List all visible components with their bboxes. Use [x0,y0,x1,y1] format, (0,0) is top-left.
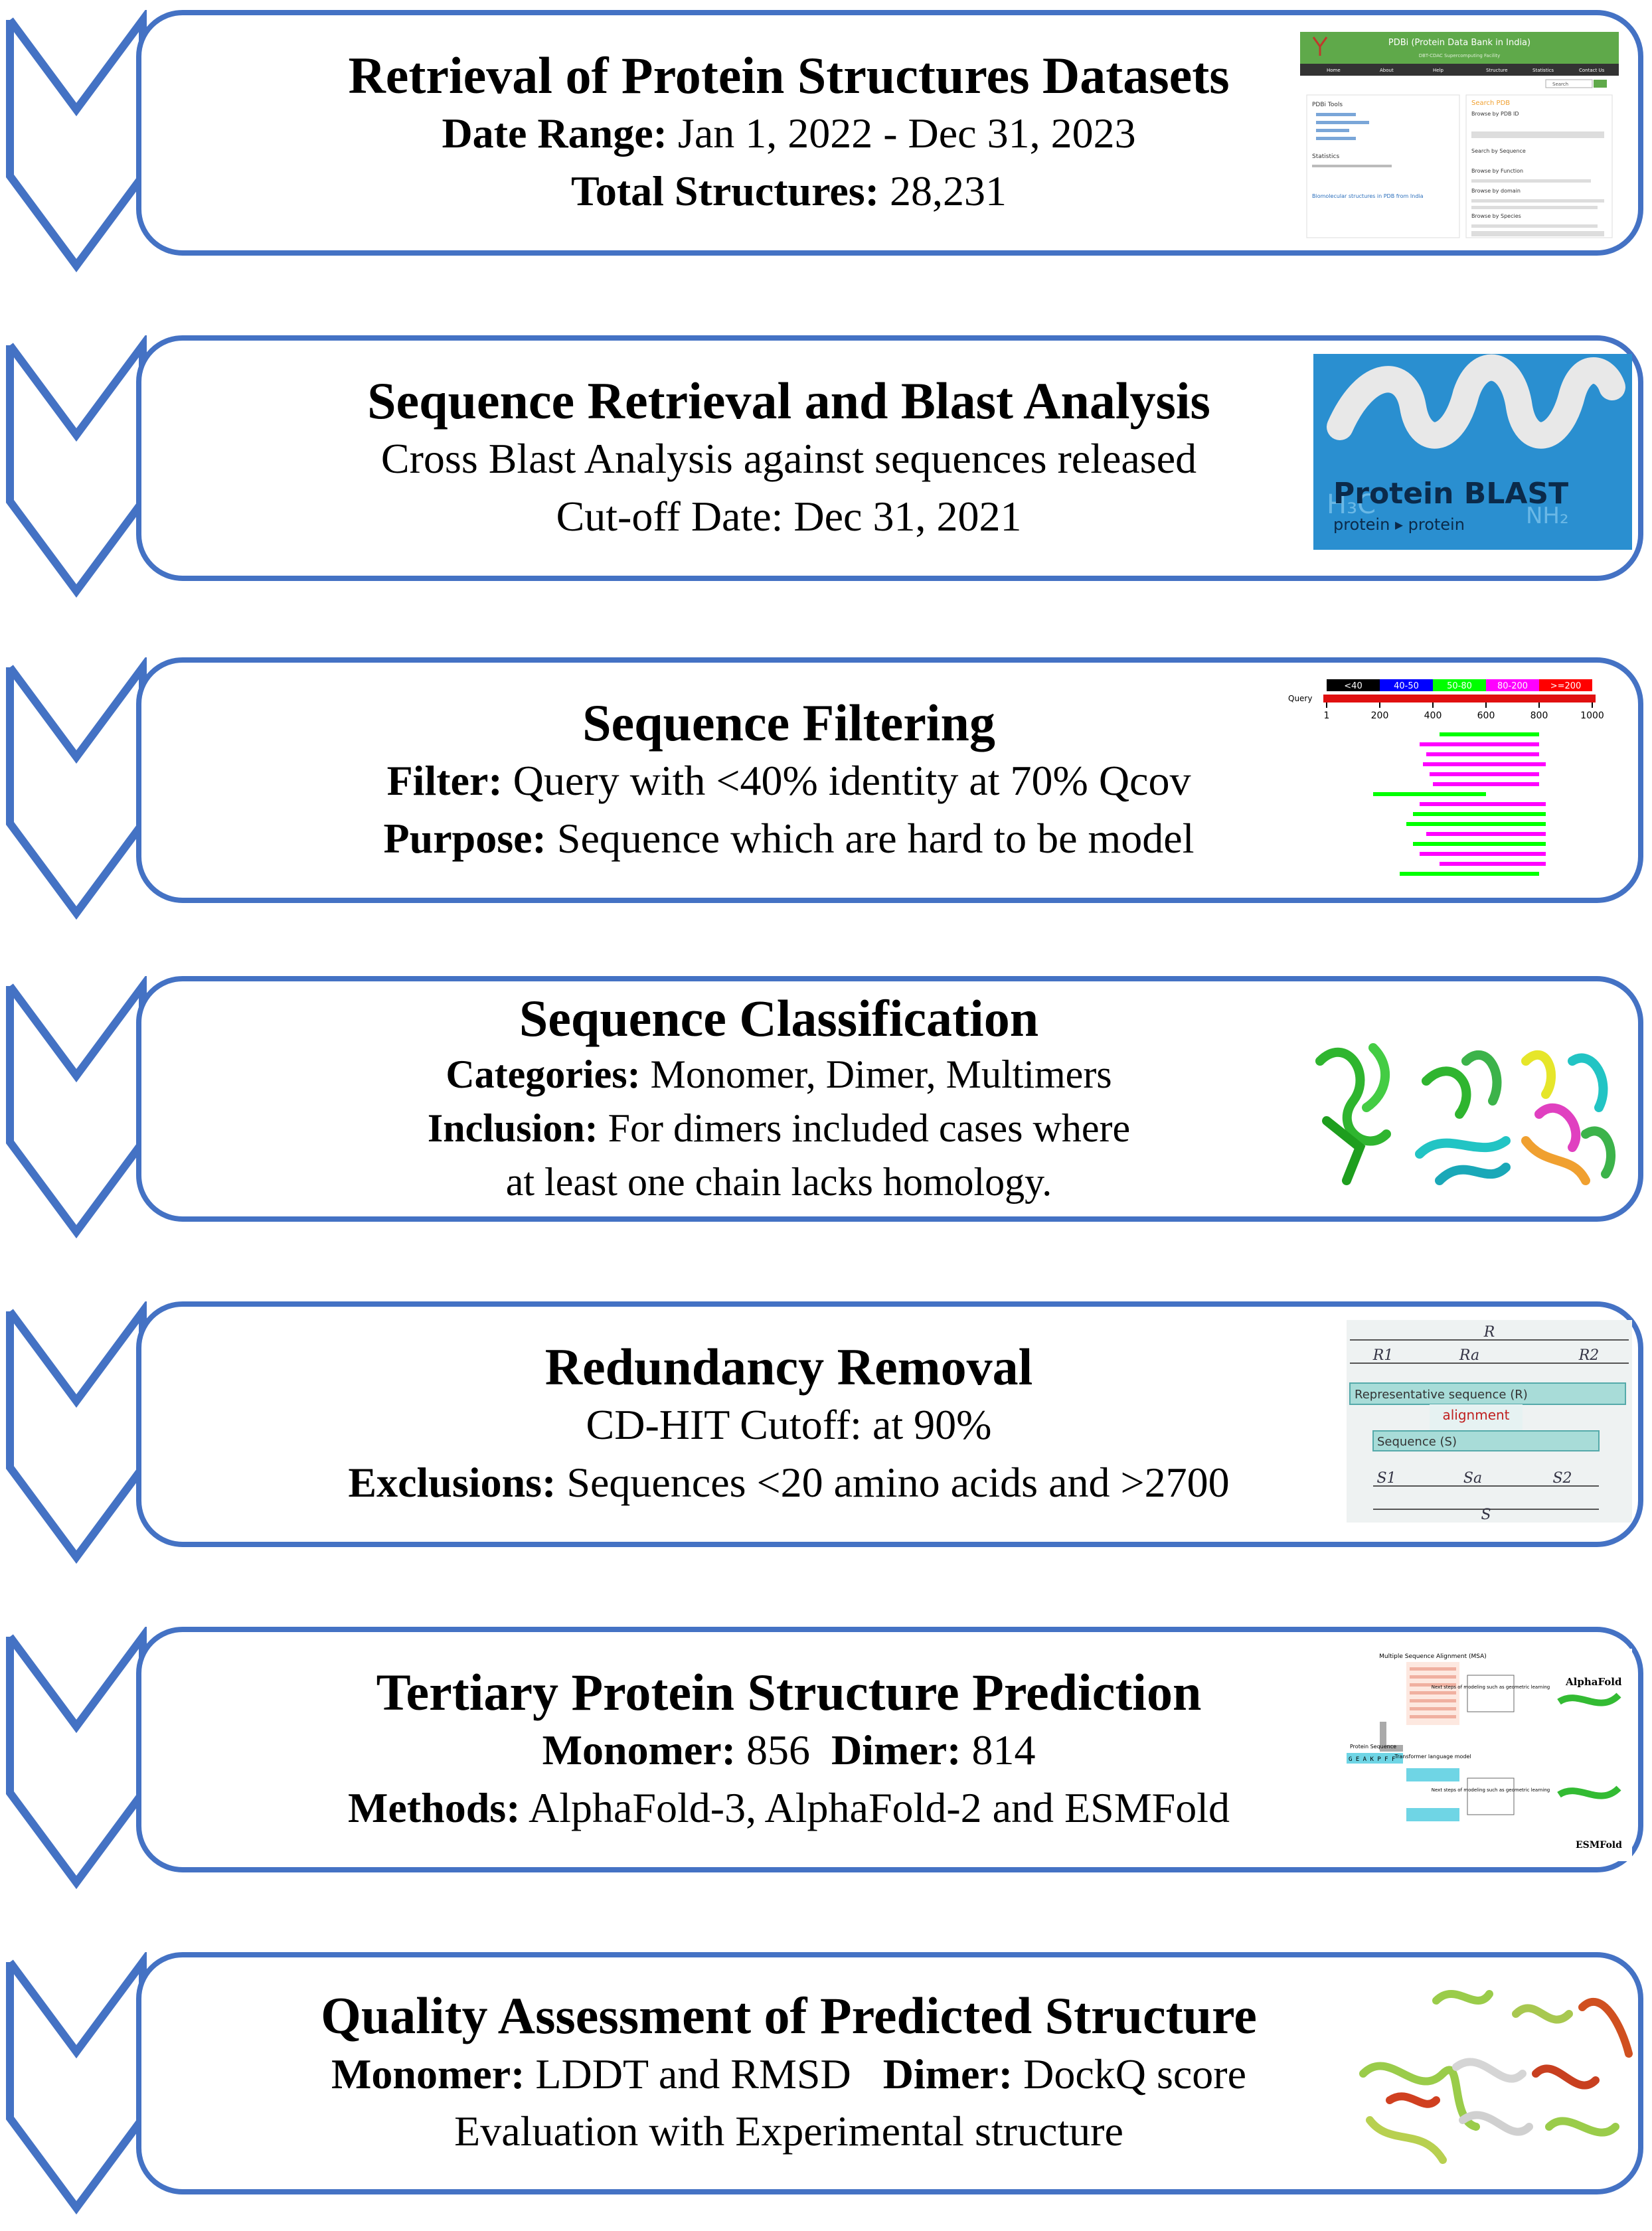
svg-text:Biomolecular structures in PDB: Biomolecular structures in PDB from Indi… [1312,193,1424,199]
svg-text:Browse by Species: Browse by Species [1471,213,1521,219]
svg-text:H₃C: H₃C [1327,489,1376,520]
svg-text:Search by Sequence: Search by Sequence [1471,148,1526,154]
svg-text:Multiple Sequence Alignment (M: Multiple Sequence Alignment (MSA) [1379,1653,1487,1660]
svg-text:Next steps of modeling such as: Next steps of modeling such as geometric… [1432,1685,1550,1690]
step-line: Date Range: Jan 1, 2022 - Dec 31, 2023 [442,110,1136,157]
svg-text:Next steps of modeling such as: Next steps of modeling such as geometric… [1432,1787,1550,1793]
step-line: Inclusion: For dimers included cases whe… [427,1106,1131,1151]
svg-text:Ra: Ra [1459,1347,1479,1364]
step-redundancy-box: Redundancy Removal CD-HIT Cutoff: at 90%… [136,1301,1643,1547]
chevron-arrow-icon [6,976,147,1239]
step-title: Redundancy Removal [544,1337,1033,1396]
svg-text:Query: Query [1288,694,1312,703]
chevron-arrow-icon [6,657,147,920]
step-line: at least one chain lacks homology. [505,1160,1052,1204]
svg-text:Statistics: Statistics [1312,153,1339,160]
svg-text:<40: <40 [1344,681,1362,691]
svg-text:800: 800 [1530,710,1548,721]
svg-text:Browse by domain: Browse by domain [1471,188,1521,194]
svg-text:Sequence (S): Sequence (S) [1377,1435,1457,1449]
svg-text:Representative sequence (R): Representative sequence (R) [1355,1388,1528,1402]
step-quality-box: Quality Assessment of Predicted Structur… [136,1952,1643,2194]
svg-text:R2: R2 [1578,1347,1600,1364]
svg-text:ESMFold: ESMFold [1576,1840,1622,1851]
svg-text:1000: 1000 [1580,710,1604,721]
step-title: Sequence Classification [519,989,1039,1047]
svg-text:Statistics: Statistics [1532,68,1554,73]
svg-text:Contact Us: Contact Us [1579,68,1605,73]
step-line: Purpose: Sequence which are hard to be m… [383,814,1195,862]
step-blast-box: Sequence Retrieval and Blast Analysis Cr… [136,335,1643,581]
step-line: CD-HIT Cutoff: at 90% [586,1401,992,1449]
svg-text:Search PDB: Search PDB [1471,100,1510,107]
svg-text:About: About [1380,68,1394,73]
chevron-arrow-icon [6,1952,147,2215]
chevron-arrow-icon [6,1627,147,1890]
svg-text:R: R [1483,1324,1495,1341]
step-line: Categories: Monomer, Dimer, Multimers [446,1052,1112,1097]
step-filtering-box: Sequence Filtering Filter: Query with <4… [136,657,1643,903]
step-title: Sequence Filtering [582,693,995,752]
step-line: Filter: Query with <40% identity at 70% … [386,757,1191,805]
step-title: Quality Assessment of Predicted Structur… [321,1987,1257,2045]
svg-text:Transformer language model: Transformer language model [1394,1754,1471,1760]
step-retrieval-box: Retrieval of Protein Structures Datasets… [136,10,1643,256]
step-line: Methods: AlphaFold-3, AlphaFold-2 and ES… [347,1783,1230,1831]
svg-text:400: 400 [1424,710,1442,721]
step-line: Monomer: 856 Dimer: 814 [542,1726,1036,1774]
chevron-arrow-icon [6,10,147,273]
svg-text:Browse by Function: Browse by Function [1471,168,1523,174]
step-title: Retrieval of Protein Structures Datasets [348,46,1230,104]
step-line: Cut-off Date: Dec 31, 2021 [556,492,1022,540]
svg-text:600: 600 [1477,710,1495,721]
structure-prediction-pipeline: Multiple Sequence Alignment (MSA) Next s… [1347,1649,1632,1861]
svg-text:200: 200 [1371,710,1389,721]
svg-text:NH₂: NH₂ [1526,503,1569,529]
blast-alignment-graphic: <40 40-50 50-80 80-200 >=200 Query 1 200… [1288,679,1604,876]
svg-text:S1: S1 [1376,1470,1396,1487]
svg-text:PDBi Tools: PDBi Tools [1312,102,1343,108]
svg-text:S: S [1481,1507,1491,1523]
svg-text:Structure: Structure [1486,68,1508,73]
protein-structures-image [1315,1043,1615,1185]
svg-text:Home: Home [1327,68,1341,73]
structure-superposition-image [1359,1990,1633,2164]
svg-text:R1: R1 [1372,1347,1394,1364]
svg-text:>=200: >=200 [1550,681,1582,691]
step-title: Tertiary Protein Structure Prediction [376,1663,1202,1721]
svg-text:DBT-CDAC Supercomputing Facili: DBT-CDAC Supercomputing Facility [1419,53,1501,58]
svg-text:S2: S2 [1552,1470,1572,1487]
step-prediction-box: Tertiary Protein Structure Prediction Mo… [136,1627,1643,1872]
svg-text:1: 1 [1324,710,1330,721]
svg-text:40-50: 40-50 [1394,681,1419,691]
svg-text:Sa: Sa [1463,1470,1482,1487]
svg-text:G E A K P F F: G E A K P F F [1349,1756,1395,1763]
svg-text:alignment: alignment [1442,1407,1509,1423]
protein-blast-logo: H₃C NH₂ Protein BLAST protein ▸ protein [1313,354,1632,550]
step-line: Exclusions: Sequences <20 amino acids an… [348,1458,1230,1506]
svg-text:Protein Sequence: Protein Sequence [1350,1744,1396,1750]
svg-text:Browse by PDB ID: Browse by PDB ID [1471,111,1519,117]
step-line: Total Structures: 28,231 [571,167,1007,214]
pdbi-website-screenshot: PDBi (Protein Data Bank in India) DBT-CD… [1300,32,1619,244]
svg-text:Protein BLAST: Protein BLAST [1333,477,1568,511]
chevron-arrow-icon [6,1301,147,1564]
step-line: Evaluation with Experimental structure [454,2107,1123,2155]
svg-text:PDBi (Protein Data Bank in Ind: PDBi (Protein Data Bank in India) [1388,38,1530,48]
svg-text:AlphaFold: AlphaFold [1565,1676,1622,1688]
svg-text:protein ▸ protein: protein ▸ protein [1333,515,1465,534]
step-classification-box: Sequence Classification Categories: Mono… [136,976,1643,1222]
step-line: Cross Blast Analysis against sequences r… [380,435,1197,483]
svg-text:Search: Search [1552,82,1568,87]
svg-text:80-200: 80-200 [1497,681,1528,691]
step-line: Monomer: LDDT and RMSD Dimer: DockQ scor… [331,2050,1247,2098]
svg-text:50-80: 50-80 [1447,681,1472,691]
svg-text:Help: Help [1433,68,1444,73]
cdhit-alignment-diagram: R R1 Ra R2 S1 Sa S2 S Representative seq… [1347,1320,1632,1523]
chevron-arrow-icon [6,335,147,598]
step-title: Sequence Retrieval and Blast Analysis [367,371,1210,430]
